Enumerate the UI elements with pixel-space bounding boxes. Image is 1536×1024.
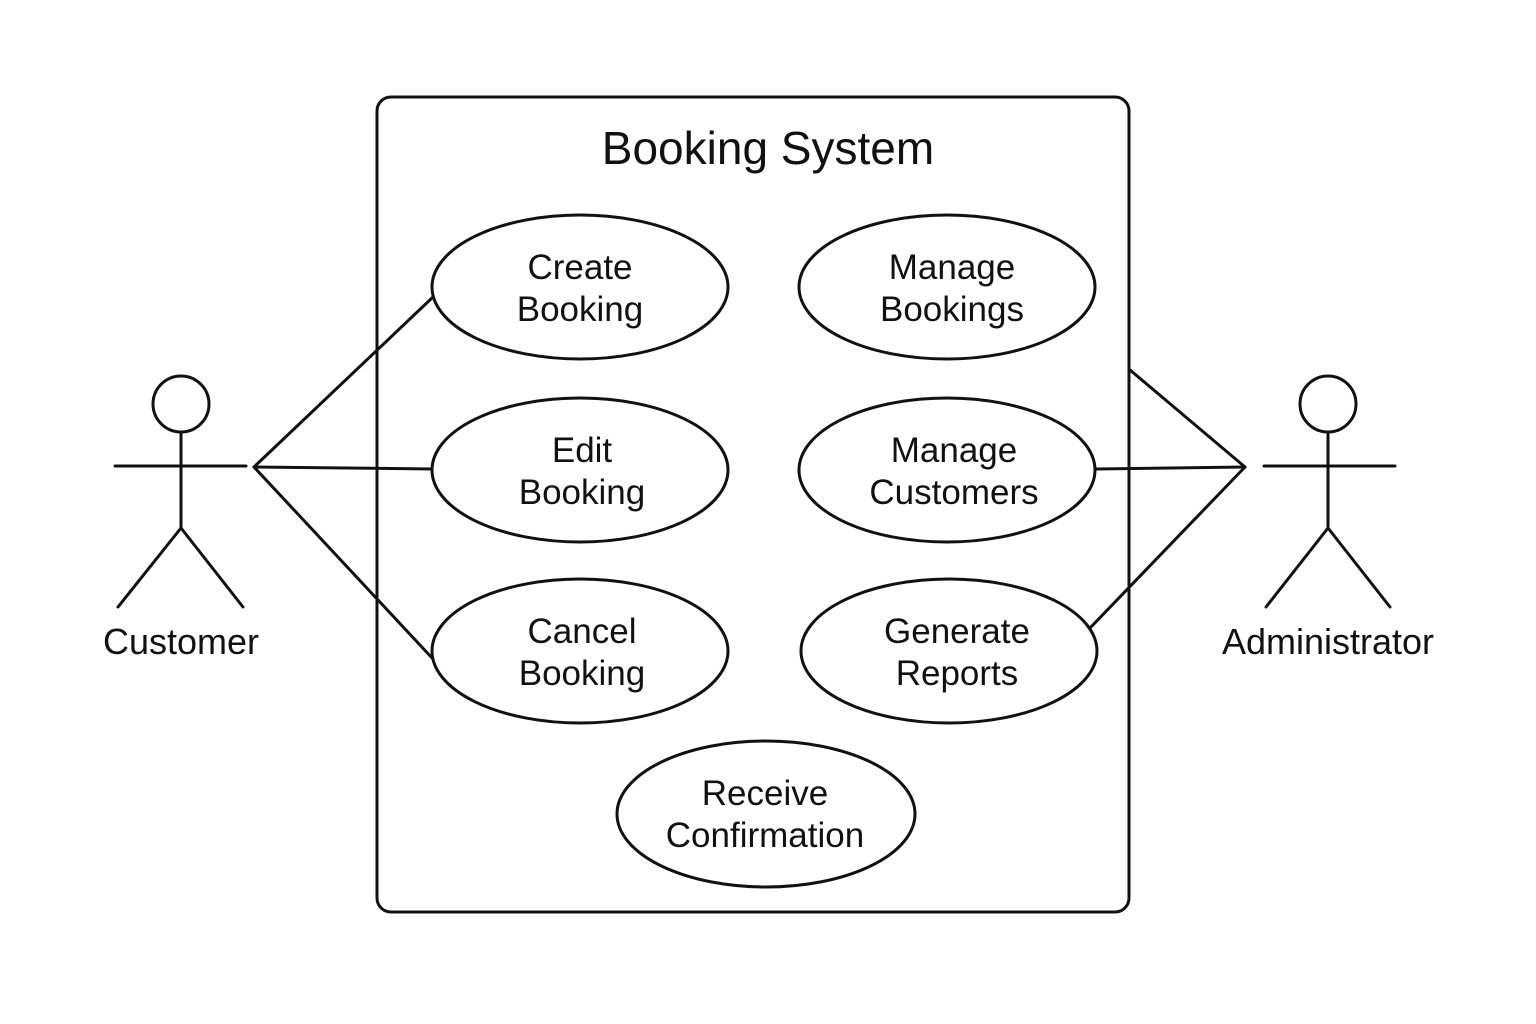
actor-left-leg: [116, 526, 183, 609]
actor-customer-label: Customer: [103, 621, 259, 662]
association-customer-edit-booking: [252, 465, 435, 471]
actor-head-icon: [151, 374, 211, 434]
use-case-label-line2: Booking: [519, 654, 645, 693]
use-case-edit-booking: Edit Booking: [430, 396, 730, 544]
use-case-label-line1: Manage: [891, 431, 1017, 470]
actor-customer: Customer: [103, 374, 259, 662]
use-case-cancel-booking: Cancel Booking: [430, 577, 730, 725]
associations: [252, 295, 1247, 661]
use-case-manage-bookings: Manage Bookings: [797, 213, 1097, 361]
use-case-label-line2: Bookings: [880, 290, 1024, 329]
actor-right-leg: [1326, 526, 1392, 609]
association-administrator-generate-reports: [1088, 465, 1247, 630]
use-case-label-line1: Create: [527, 248, 632, 287]
use-case-label-line1: Edit: [552, 431, 613, 470]
actor-right-leg: [179, 526, 245, 609]
use-case-manage-customers: Manage Customers: [797, 396, 1097, 544]
association-administrator-manage-customers: [1094, 465, 1247, 471]
system-boundary: [375, 95, 1131, 914]
use-case-label-line2: Booking: [519, 473, 645, 512]
actor-head-icon: [1298, 374, 1358, 434]
association-customer-cancel-booking: [252, 465, 435, 661]
use-case-label-line2: Reports: [896, 654, 1019, 693]
actor-left-leg: [1264, 526, 1330, 609]
use-case-generate-reports: Generate Reports: [799, 577, 1099, 725]
system-title: Booking System: [602, 122, 934, 174]
use-case-label-line2: Customers: [869, 473, 1038, 512]
actor-administrator-label: Administrator: [1222, 621, 1434, 662]
use-case-label-line2: Booking: [517, 290, 643, 329]
use-case-label-line1: Manage: [889, 248, 1015, 287]
association-administrator-boundary: [1128, 368, 1247, 469]
actor-administrator: Administrator: [1222, 374, 1434, 662]
use-case-label-line1: Cancel: [528, 612, 637, 651]
use-case-receive-confirmation: Receive Confirmation: [615, 739, 917, 889]
use-case-label-line1: Generate: [884, 612, 1030, 651]
use-case-label-line1: Receive: [702, 774, 828, 813]
use-case-label-line2: Confirmation: [666, 816, 864, 855]
association-customer-create-booking: [252, 295, 435, 469]
use-case-create-booking: Create Booking: [430, 213, 730, 361]
